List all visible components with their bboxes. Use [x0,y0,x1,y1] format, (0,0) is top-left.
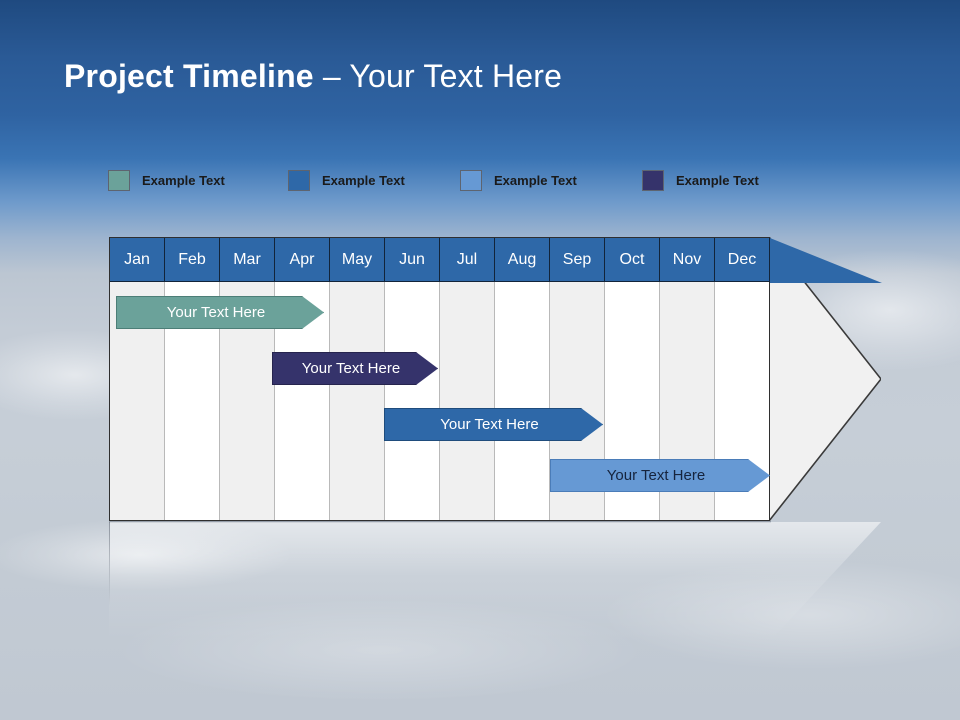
task-bar-1[interactable]: Your Text Here [116,296,324,329]
legend-swatch-icon [642,169,664,191]
month-column-jun[interactable]: Jun [385,238,440,520]
chart-reflection-side [109,522,110,606]
legend-item-2[interactable]: Example Text [288,166,405,194]
chart-reflection-edge [109,521,771,523]
task-bar-3[interactable]: Your Text Here [384,408,603,441]
month-header-jan[interactable]: Jan [110,238,165,282]
task-bar-label: Your Text Here [440,416,539,433]
legend-swatch-icon [108,169,130,191]
legend-item-label: Example Text [494,172,577,188]
month-column-mar[interactable]: Mar [220,238,275,520]
task-bar-label: Your Text Here [606,467,706,484]
page-title-strong: Project Timeline [64,58,314,94]
month-header-sep[interactable]: Sep [550,238,605,282]
legend-item-4[interactable]: Example Text [642,166,759,194]
page-title: Project Timeline – Your Text Here [64,58,562,95]
chart-reflection [109,522,881,642]
month-header-mar[interactable]: Mar [220,238,275,282]
month-header-may[interactable]: May [330,238,385,282]
task-bar-4[interactable]: Your Text Here [550,459,770,492]
legend-item-1[interactable]: Example Text [108,166,225,194]
month-column-jan[interactable]: Jan [110,238,165,520]
month-header-jul[interactable]: Jul [440,238,495,282]
legend-item-3[interactable]: Example Text [460,166,577,194]
month-column-jul[interactable]: Jul [440,238,495,520]
month-column-feb[interactable]: Feb [165,238,220,520]
month-header-oct[interactable]: Oct [605,238,660,282]
page-title-light: – Your Text Here [313,58,563,94]
task-bar-label: Your Text Here [301,360,401,377]
cloud-wisp-bottom-center [120,600,640,700]
month-header-jun[interactable]: Jun [385,238,440,282]
legend-item-label: Example Text [142,172,225,188]
cloud-wisp-bottom-right [600,560,960,670]
task-bar-label: Your Text Here [166,304,266,321]
month-column-aug[interactable]: Aug [495,238,550,520]
month-column-may[interactable]: May [330,238,385,520]
month-cell-jul [440,282,494,520]
task-bar-2[interactable]: Your Text Here [272,352,438,385]
month-header-feb[interactable]: Feb [165,238,220,282]
legend-swatch-icon [288,169,310,191]
cloud-wisp-left-lower [0,520,290,590]
month-header-nov[interactable]: Nov [660,238,715,282]
month-cell-aug [495,282,549,520]
month-header-apr[interactable]: Apr [275,238,330,282]
month-cell-may [330,282,384,520]
legend-swatch-icon [460,169,482,191]
legend-item-label: Example Text [676,172,759,188]
month-header-aug[interactable]: Aug [495,238,550,282]
legend: Example Text Example Text Example Text Exam… [108,166,808,196]
header-band-wedge [770,238,882,283]
month-cell-jun [385,282,439,520]
legend-item-label: Example Text [322,172,405,188]
month-header-dec[interactable]: Dec [715,238,770,282]
